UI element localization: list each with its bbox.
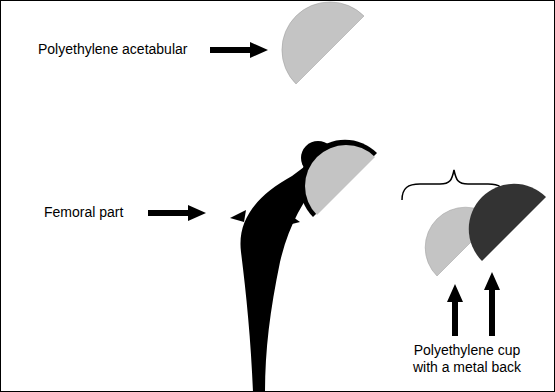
part-label: Polyethylene cup with a metal back [402,342,532,376]
pointer-arrow [148,205,206,221]
pointer-arrow [484,272,500,336]
metal-back-rim [300,140,377,217]
metal-back [469,184,546,261]
part-label: Femoral part [44,204,123,221]
stem-fin [230,210,246,222]
pointer-arrow [210,42,268,58]
part-label: Polyethylene acetabular [38,41,187,58]
acetabular-cup [282,2,364,84]
liner-cup [305,145,375,215]
stem-fin [284,212,300,226]
pointer-arrow [447,284,463,336]
